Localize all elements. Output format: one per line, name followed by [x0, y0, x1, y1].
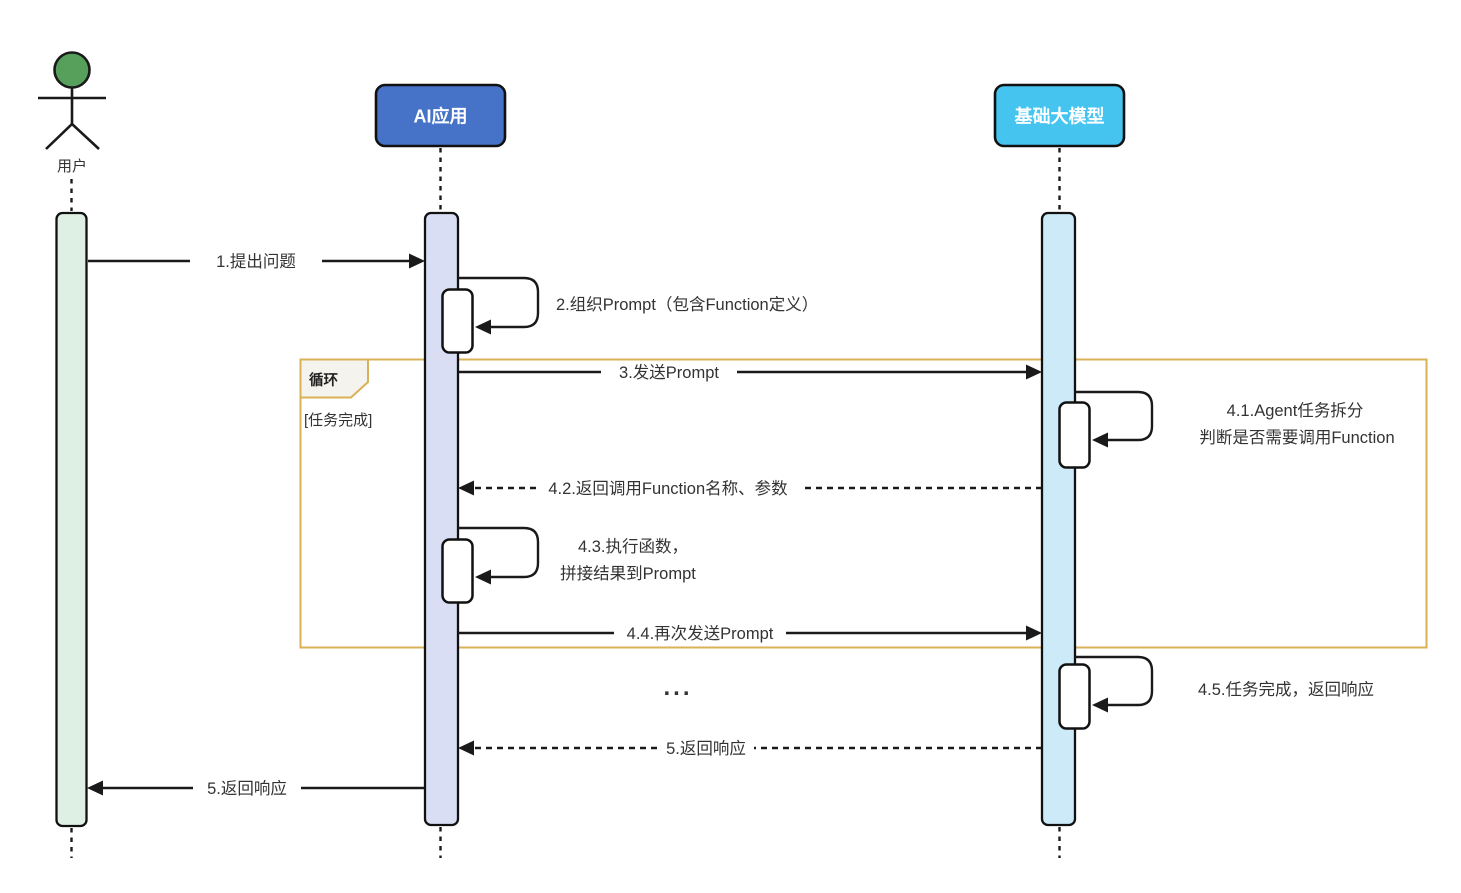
arrowhead-m43 — [475, 569, 491, 585]
arrowhead-m45 — [1092, 697, 1108, 713]
participant-model: 基础大模型 — [993, 83, 1126, 148]
self-loop-arrowheads — [475, 319, 1108, 713]
arrowhead-m3 — [1026, 364, 1042, 380]
activation-bar-model — [1040, 211, 1077, 827]
message-m43-label-line1: 4.3.执行函数， — [578, 537, 688, 556]
message-m5-final: 5.返回响应 — [87, 777, 424, 799]
arrowhead-m5-final — [87, 780, 103, 796]
nested-activation-model-2 — [1058, 663, 1091, 730]
message-m42-label-bg — [536, 477, 800, 499]
loop-frame-pentagon — [299, 358, 369, 399]
actor-user-label: 用户 — [57, 158, 87, 175]
message-m1: 1.提出问题 — [88, 250, 425, 272]
message-m3-label: 3.发送Prompt — [619, 363, 719, 382]
nested-activations — [441, 288, 1091, 730]
message-m44-label-bg — [614, 622, 786, 644]
participant-model-box — [993, 83, 1126, 148]
arrowhead-m1 — [409, 253, 425, 269]
arrowhead-m2 — [475, 319, 491, 335]
message-m2-label: 2.组织Prompt（包含Function定义） — [556, 295, 818, 314]
message-m43-label-line2: 拼接结果到Prompt — [560, 564, 696, 583]
message-m44: 4.4.再次发送Prompt — [458, 622, 1042, 644]
message-m44-label: 4.4.再次发送Prompt — [627, 624, 774, 643]
self-loop-m2 — [458, 276, 540, 329]
message-m5-return-label-bg — [658, 737, 754, 759]
ellipsis-label: ... — [663, 674, 692, 701]
arrowhead-m41 — [1092, 432, 1108, 448]
participant-model-label: 基础大模型 — [1014, 106, 1105, 127]
participant-app-box — [374, 83, 507, 148]
activation-bar-app — [423, 211, 460, 827]
actor-head-icon — [53, 51, 91, 89]
participant-app-label: AI应用 — [414, 106, 468, 127]
message-m42: 4.2.返回调用Function名称、参数 — [458, 477, 1042, 499]
lifelines — [70, 148, 1061, 858]
nested-activation-app-1 — [441, 288, 474, 354]
activation-bar-user — [55, 211, 88, 828]
message-m41-label-line1: 4.1.Agent任务拆分 — [1227, 401, 1364, 420]
actor-user: 用户 — [38, 51, 106, 175]
participant-app: AI应用 — [374, 83, 507, 148]
loop-frame-label: 循环 — [309, 371, 338, 389]
self-loop-m41 — [1075, 390, 1154, 442]
self-loop-m43 — [458, 526, 540, 579]
loop-frame-border — [299, 358, 1428, 649]
message-m3: 3.发送Prompt — [458, 361, 1042, 383]
nested-activation-model-1 — [1058, 401, 1091, 469]
self-loop-m45 — [1075, 655, 1154, 707]
message-m5-return-label: 5.返回响应 — [666, 739, 746, 758]
message-m5-final-label: 5.返回响应 — [207, 779, 287, 798]
message-m1-label-bg — [190, 250, 322, 272]
self-loops — [458, 276, 1154, 707]
arrowhead-m44 — [1026, 625, 1042, 641]
loop-frame: 循环 [任务完成] — [299, 358, 1428, 649]
message-m5-return: 5.返回响应 — [458, 737, 1042, 759]
actor-leg-left — [45, 123, 73, 150]
nested-activation-app-2 — [441, 538, 474, 604]
actor-leg-right — [71, 123, 100, 150]
message-m1-label: 1.提出问题 — [216, 252, 296, 271]
message-m41-label-line2: 判断是否需要调用Function — [1199, 428, 1394, 447]
arrowhead-m5-return — [458, 740, 474, 756]
message-m42-label: 4.2.返回调用Function名称、参数 — [548, 479, 788, 498]
message-m5-final-label-bg — [193, 777, 301, 799]
message-m45-label: 4.5.任务完成，返回响应 — [1198, 680, 1374, 699]
arrowhead-m42 — [458, 480, 474, 496]
loop-guard-label: [任务完成] — [304, 412, 372, 429]
message-m3-label-bg — [601, 361, 737, 383]
